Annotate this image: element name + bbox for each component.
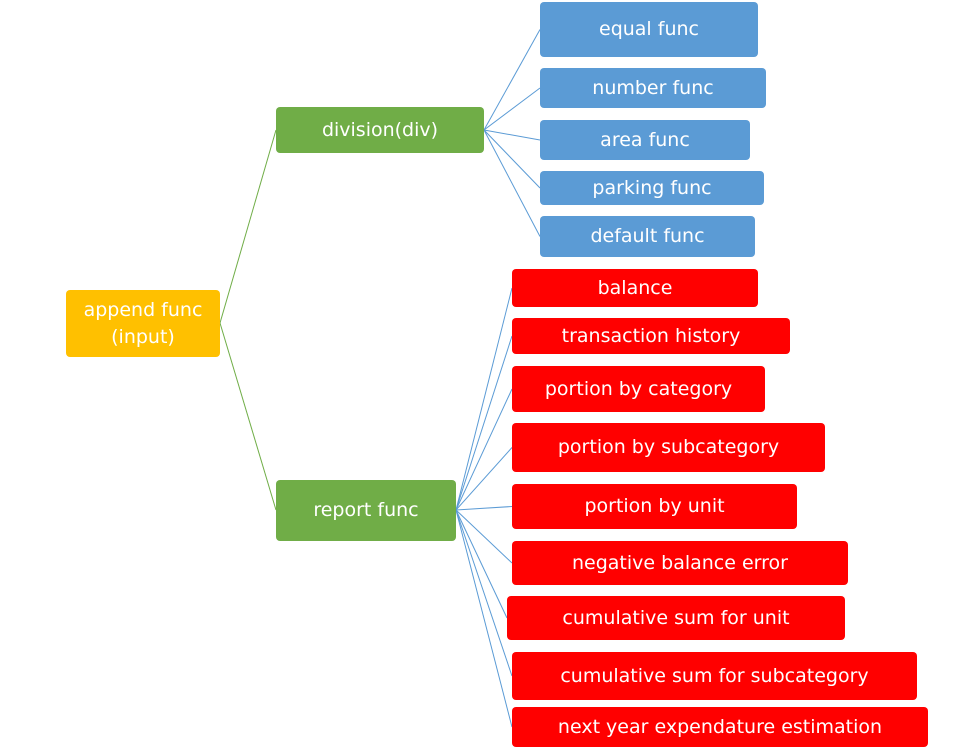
edge-report-leaf-6 — [455, 509, 508, 619]
edge-division-leaf-3 — [483, 129, 541, 189]
report-leaf-cumsum-unit: cumulative sum for unit — [507, 596, 845, 640]
edge-division-leaf-1 — [483, 87, 541, 131]
report-leaf-transaction-history: transaction history — [512, 318, 790, 354]
report-leaf-balance: balance — [512, 269, 758, 307]
root-node-append-func: append func (input) — [66, 290, 220, 357]
edge-report-leaf-3 — [455, 447, 513, 511]
root-label-line1: append func — [83, 298, 203, 321]
edge-root-report — [219, 322, 277, 511]
root-label-line2: (input) — [111, 325, 175, 348]
category-node-report: report func — [276, 480, 456, 541]
edge-report-leaf-5 — [455, 509, 513, 564]
edge-root-division — [219, 129, 277, 324]
edge-report-leaf-0 — [455, 287, 513, 511]
edge-report-leaf-2 — [455, 388, 513, 511]
report-leaf-portion-category: portion by category — [512, 366, 765, 412]
division-leaf-equal: equal func — [540, 2, 758, 57]
report-leaf-negative-balance: negative balance error — [512, 541, 848, 585]
report-leaf-portion-subcategory: portion by subcategory — [512, 423, 825, 472]
division-leaf-area: area func — [540, 120, 750, 160]
division-leaf-default: default func — [540, 216, 755, 257]
report-leaf-cumsum-subcategory: cumulative sum for subcategory — [512, 652, 917, 700]
division-leaf-number: number func — [540, 68, 766, 108]
report-leaf-portion-unit: portion by unit — [512, 484, 797, 529]
report-leaf-next-year-estimation: next year expendature estimation — [512, 707, 928, 747]
edge-division-leaf-0 — [483, 29, 541, 131]
category-node-division: division(div) — [276, 107, 484, 153]
division-leaf-parking: parking func — [540, 171, 764, 205]
edge-report-leaf-8 — [455, 509, 513, 728]
edge-division-leaf-2 — [483, 129, 541, 141]
edge-report-leaf-4 — [455, 506, 513, 511]
edge-division-leaf-4 — [483, 129, 541, 237]
edge-report-leaf-7 — [455, 509, 513, 677]
edge-report-leaf-1 — [455, 335, 513, 511]
